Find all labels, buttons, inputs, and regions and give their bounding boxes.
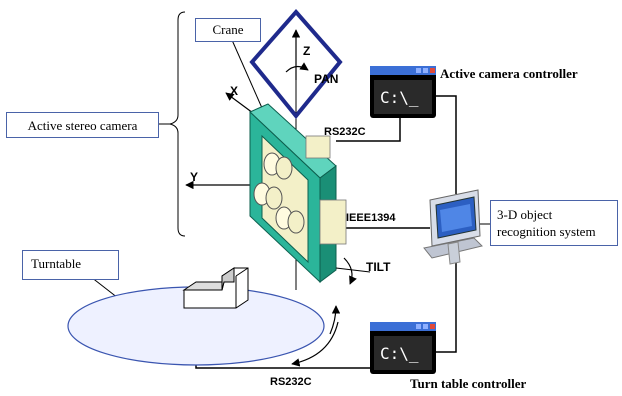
y-axis-label: Y (190, 170, 199, 184)
system-to-turntable-controller-line (436, 262, 457, 353)
crane-pointer-line (231, 39, 263, 109)
pan-label: PAN (314, 72, 339, 86)
left-brace (169, 11, 186, 237)
active-stereo-camera-label: Active stereo camera (27, 118, 138, 133)
turntable-controller-console: C:\_ (370, 322, 436, 374)
camera-head (249, 103, 347, 284)
active-camera-controller-console: C:\_ (370, 66, 436, 118)
recognition-system-callout: 3-D object recognition system (490, 200, 618, 246)
ieee1394-label: IEEE1394 (346, 212, 396, 224)
active-stereo-camera-callout: Active stereo camera (6, 112, 159, 138)
x-axis-label: X (230, 84, 239, 98)
tilt-label: TILT (366, 260, 391, 274)
tilt-axis (335, 267, 371, 273)
controller-to-system-line (436, 95, 457, 194)
turntable-callout: Turntable (22, 250, 119, 280)
rs232c-camera-label: RS232C (324, 126, 366, 138)
crane-label: Crane (212, 22, 244, 37)
computer-monitor-icon (423, 189, 483, 265)
turntable-controller-label: Turn table controller (410, 376, 527, 391)
recognition-system-label: 3-D object recognition system (497, 207, 596, 239)
active-camera-controller-label: Active camera controller (440, 66, 578, 81)
turntable-rotation-arrow (291, 321, 339, 367)
console-prompt: C:\_ (380, 88, 419, 107)
crane-diamond (249, 8, 343, 120)
z-axis-label: Z (303, 44, 311, 58)
console-icon (370, 322, 436, 374)
console-prompt: C:\_ (380, 344, 419, 363)
turntable-label: Turntable (31, 256, 82, 271)
tilt-rotation-arrow (343, 257, 357, 285)
rs232c-turntable-label: RS232C (270, 376, 312, 388)
pan-rotation-arrow (285, 62, 309, 73)
rs232c-camera-line (336, 112, 401, 142)
crane-callout: Crane (195, 18, 261, 42)
turntable-rotation-arrow-back (329, 305, 341, 335)
object-on-turntable (182, 267, 249, 309)
console-icon (370, 66, 436, 118)
